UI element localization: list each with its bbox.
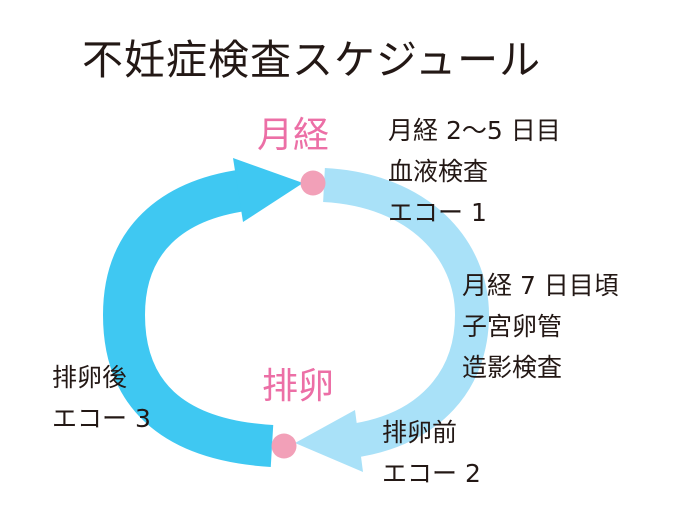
note-line: エコー 3 <box>52 404 151 433</box>
light-arc-arrow-shaft <box>322 168 490 457</box>
note-line: 月経 7 日目頃 <box>462 271 619 300</box>
note-line: 子宮卵管 <box>462 312 563 341</box>
note-post-ovulation: 排卵後 エコー 3 <box>52 365 151 447</box>
note-menstrual-day2-5: 月経 2〜5 日目 血液検査 エコー 1 <box>388 118 561 241</box>
note-line: エコー 2 <box>382 459 481 488</box>
note-line: 排卵後 <box>52 363 128 392</box>
light-arc-arrowhead <box>295 410 363 472</box>
dark-arc-arrowhead <box>233 158 303 222</box>
phase-label-ovulation: 排卵 <box>262 366 335 407</box>
phase-label-menstruation: 月経 <box>257 115 330 156</box>
note-line: 血液検査 <box>388 157 489 186</box>
note-menstrual-day7: 月経 7 日目頃 子宮卵管 造影検査 <box>462 273 619 396</box>
note-pre-ovulation: 排卵前 エコー 2 <box>382 420 481 502</box>
note-line: 月経 2〜5 日目 <box>388 116 561 145</box>
note-line: 排卵前 <box>382 418 458 447</box>
note-line: エコー 1 <box>388 198 487 227</box>
note-line: 造影検査 <box>462 353 563 382</box>
diagram-title: 不妊症検査スケジュール <box>82 36 542 84</box>
menstruation-dot <box>300 170 326 196</box>
ovulation-dot <box>271 433 297 459</box>
dark-arc-arrow-shaft <box>102 169 274 467</box>
